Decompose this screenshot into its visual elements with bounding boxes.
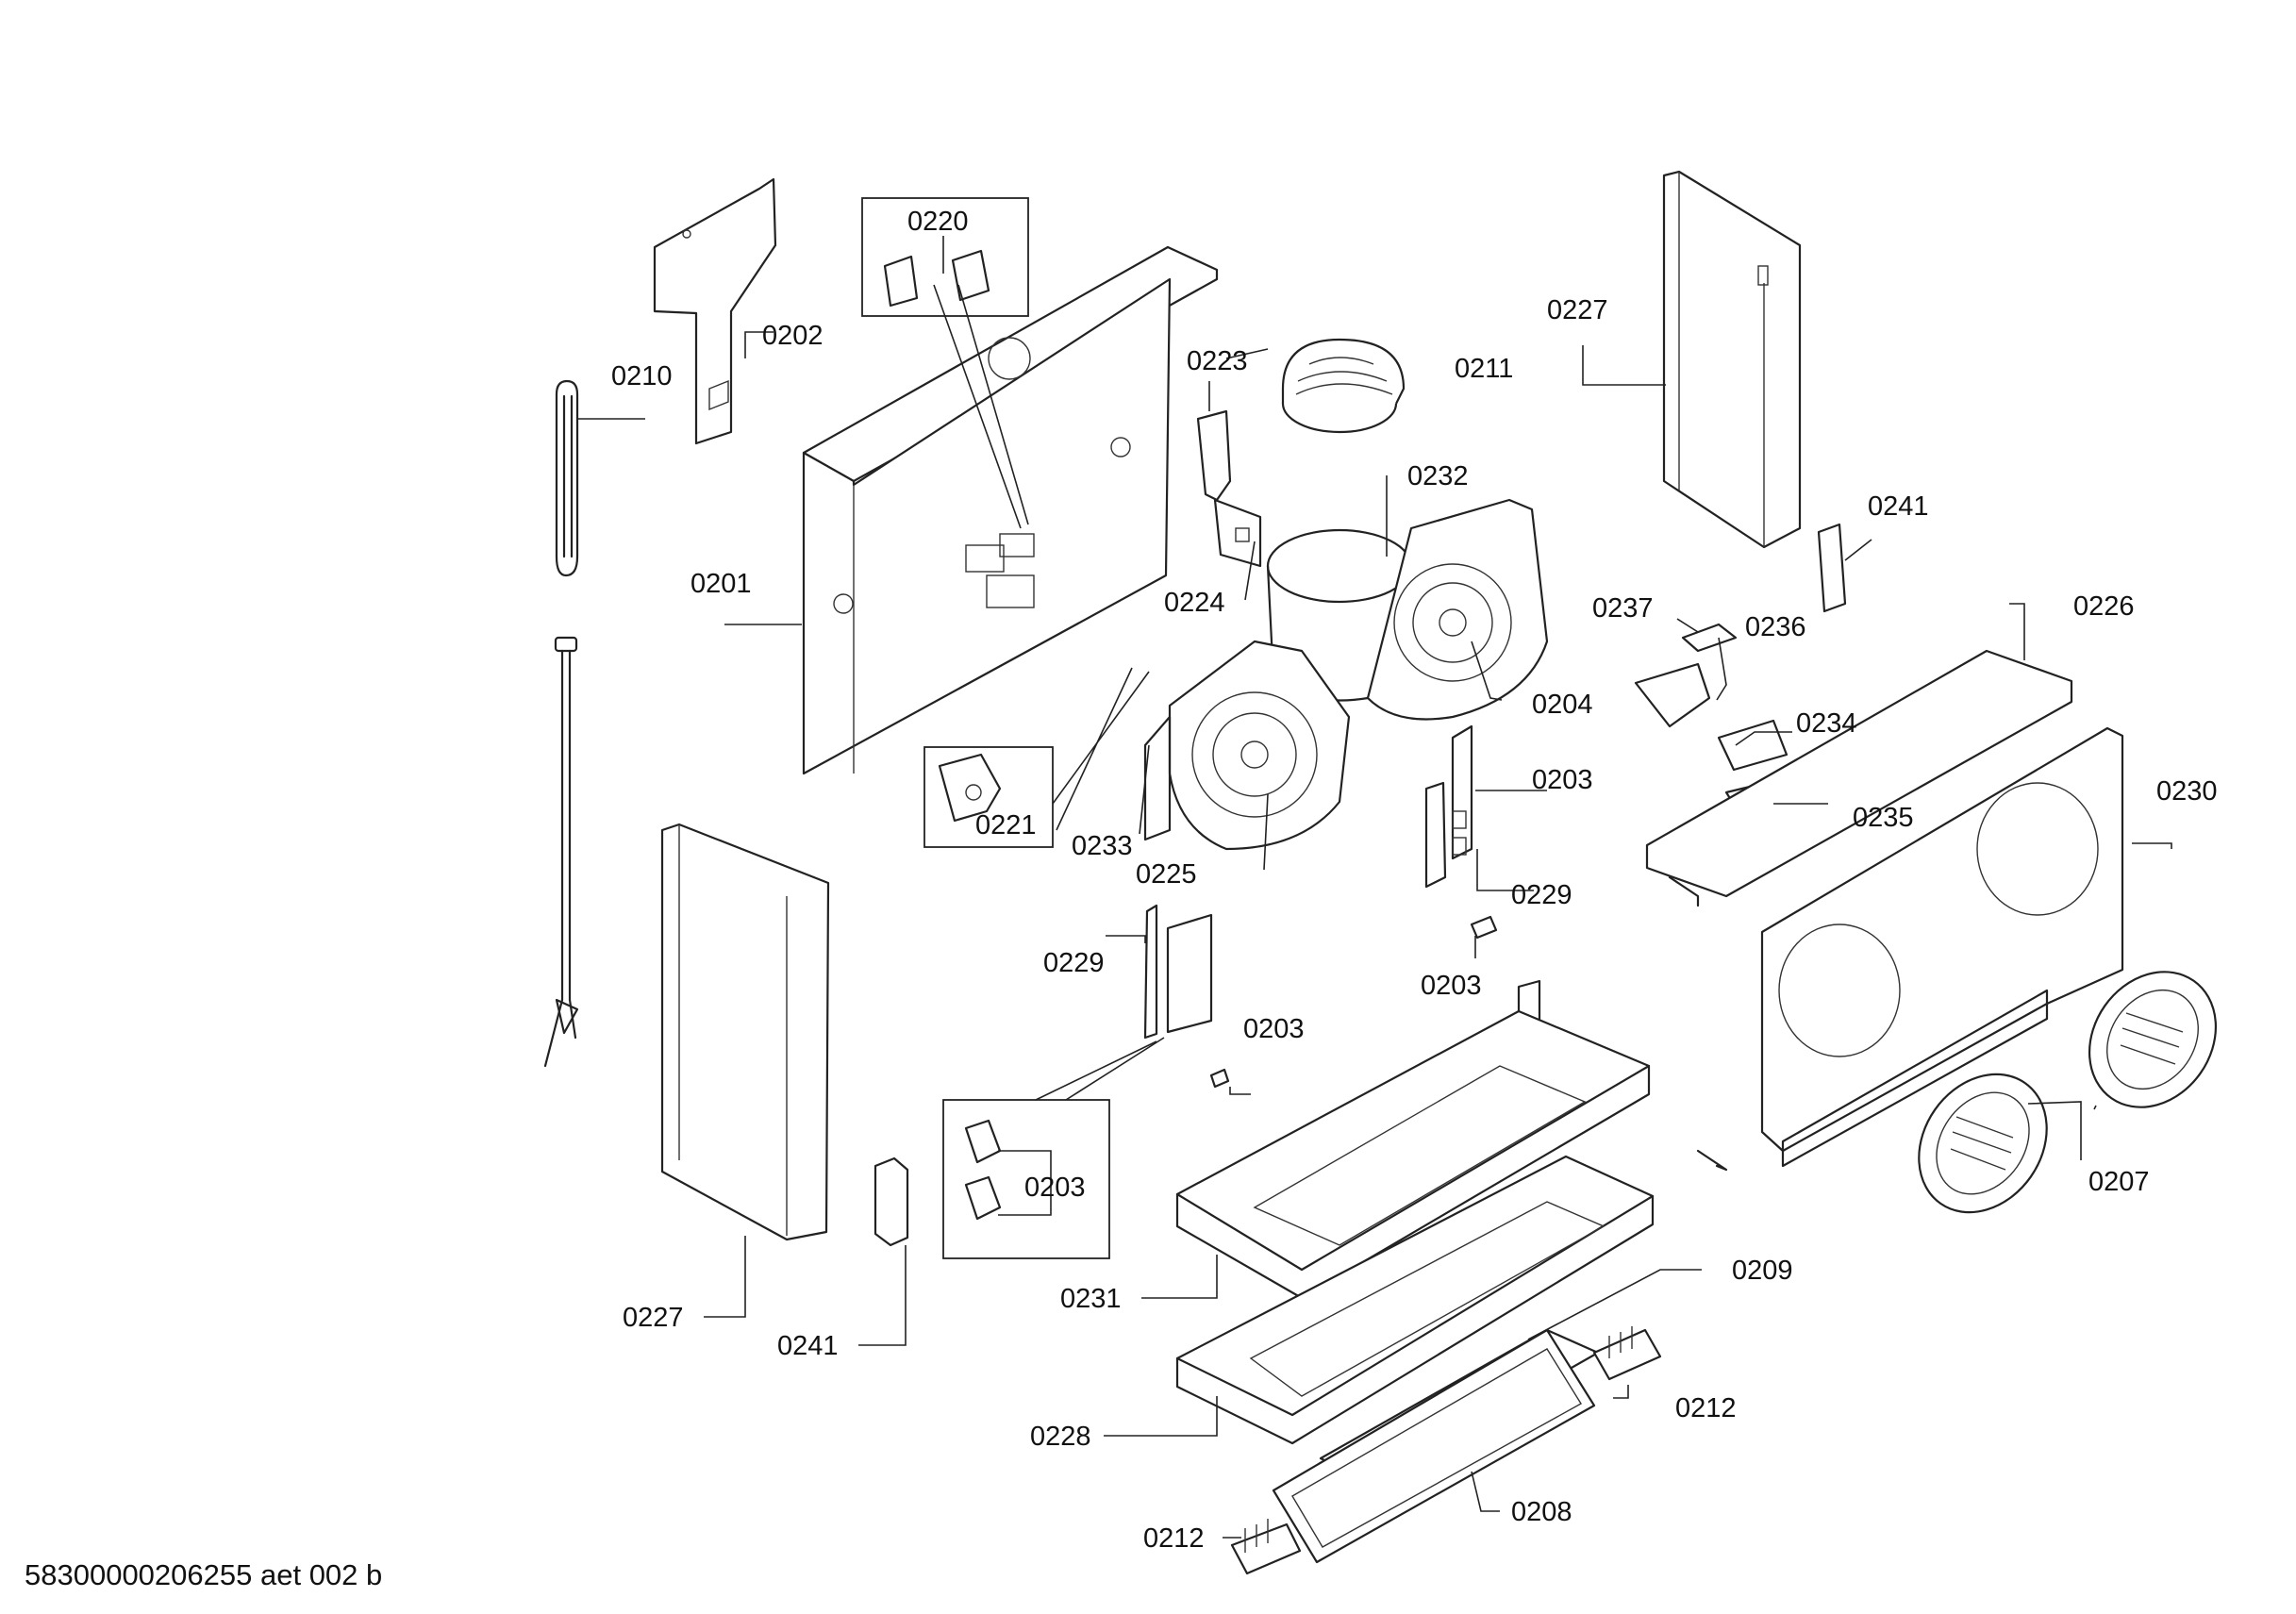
label-0223: 0223 xyxy=(1187,346,1248,376)
label-0237: 0237 xyxy=(1592,593,1654,624)
part-0230-front-frame xyxy=(1696,726,2124,1172)
label-0204: 0204 xyxy=(1532,690,1593,720)
part-0221-clip xyxy=(938,753,1002,823)
part-0203-clip-mid xyxy=(1209,1068,1230,1089)
label-0203-right: 0203 xyxy=(1532,765,1593,795)
label-0203-box: 0203 xyxy=(1024,1173,1086,1203)
leader-lines xyxy=(577,236,2172,1539)
part-blower-housing xyxy=(1143,498,1549,851)
label-0212-bottom: 0212 xyxy=(1143,1523,1205,1554)
part-0229-right-bracket xyxy=(1424,724,1473,889)
label-0209: 0209 xyxy=(1732,1256,1793,1286)
label-0236: 0236 xyxy=(1745,612,1806,642)
part-0227-side-panel-left xyxy=(660,823,830,1241)
part-0241-clip-bottom xyxy=(873,1156,909,1247)
label-0231: 0231 xyxy=(1060,1284,1122,1314)
part-0220-clips xyxy=(883,249,990,308)
part-0203-clips-in-box xyxy=(964,1119,1002,1221)
label-0228: 0228 xyxy=(1030,1422,1091,1452)
label-0210: 0210 xyxy=(611,361,673,391)
label-0234: 0234 xyxy=(1796,708,1857,739)
part-0211-filter-cap xyxy=(1281,338,1406,434)
label-0221: 0221 xyxy=(975,810,1037,840)
label-0233: 0233 xyxy=(1072,831,1133,861)
part-0229-left-bracket xyxy=(1143,904,1213,1040)
label-0232: 0232 xyxy=(1407,461,1469,491)
part-0223-hinge xyxy=(1196,409,1262,568)
drawing-id: 58300000206255 aet 002 b xyxy=(25,1558,382,1591)
label-0227-top: 0227 xyxy=(1547,295,1608,325)
label-0207: 0207 xyxy=(2088,1167,2150,1197)
label-0203-mid: 0203 xyxy=(1243,1014,1305,1044)
part-0201-back-panel xyxy=(802,245,1219,775)
label-0229-left: 0229 xyxy=(1043,948,1105,978)
label-0202: 0202 xyxy=(762,321,824,351)
label-0230: 0230 xyxy=(2156,776,2218,807)
label-0226: 0226 xyxy=(2073,591,2135,622)
part-0226-top-frame xyxy=(1645,649,2073,907)
label-0241-top: 0241 xyxy=(1868,491,1929,522)
part-0212-connector-bottom xyxy=(1230,1519,1302,1575)
label-0224: 0224 xyxy=(1164,588,1225,618)
label-0203-small: 0203 xyxy=(1421,971,1482,1001)
part-0241-clip-top xyxy=(1817,523,1847,613)
label-0227-bottom: 0227 xyxy=(623,1303,684,1333)
label-0208: 0208 xyxy=(1511,1497,1572,1527)
part-0210-rod xyxy=(543,379,579,1068)
label-0229-right: 0229 xyxy=(1511,880,1572,910)
label-0235: 0235 xyxy=(1853,803,1914,833)
part-0227-side-panel-right xyxy=(1662,170,1802,549)
label-0220: 0220 xyxy=(907,207,969,237)
part-0212-connector-right xyxy=(1592,1326,1662,1381)
callout-labels: 0202 0210 0201 0220 0223 0211 0232 0224 … xyxy=(611,207,2218,1554)
detail-box-0221 xyxy=(923,746,1054,848)
label-0212-right: 0212 xyxy=(1675,1393,1737,1423)
part-0207-fan-grilles xyxy=(1918,971,2218,1214)
part-0202-bracket xyxy=(653,177,777,445)
label-0211: 0211 xyxy=(1455,354,1513,384)
label-0241-bottom: 0241 xyxy=(777,1331,839,1361)
detail-box-0203 xyxy=(942,1099,1110,1259)
part-0203-clip-small xyxy=(1470,915,1498,940)
part-0228-lower-tray xyxy=(1175,1155,1655,1445)
label-0225: 0225 xyxy=(1136,859,1197,890)
part-0208-plate xyxy=(1272,1328,1596,1564)
label-0201: 0201 xyxy=(690,569,752,599)
